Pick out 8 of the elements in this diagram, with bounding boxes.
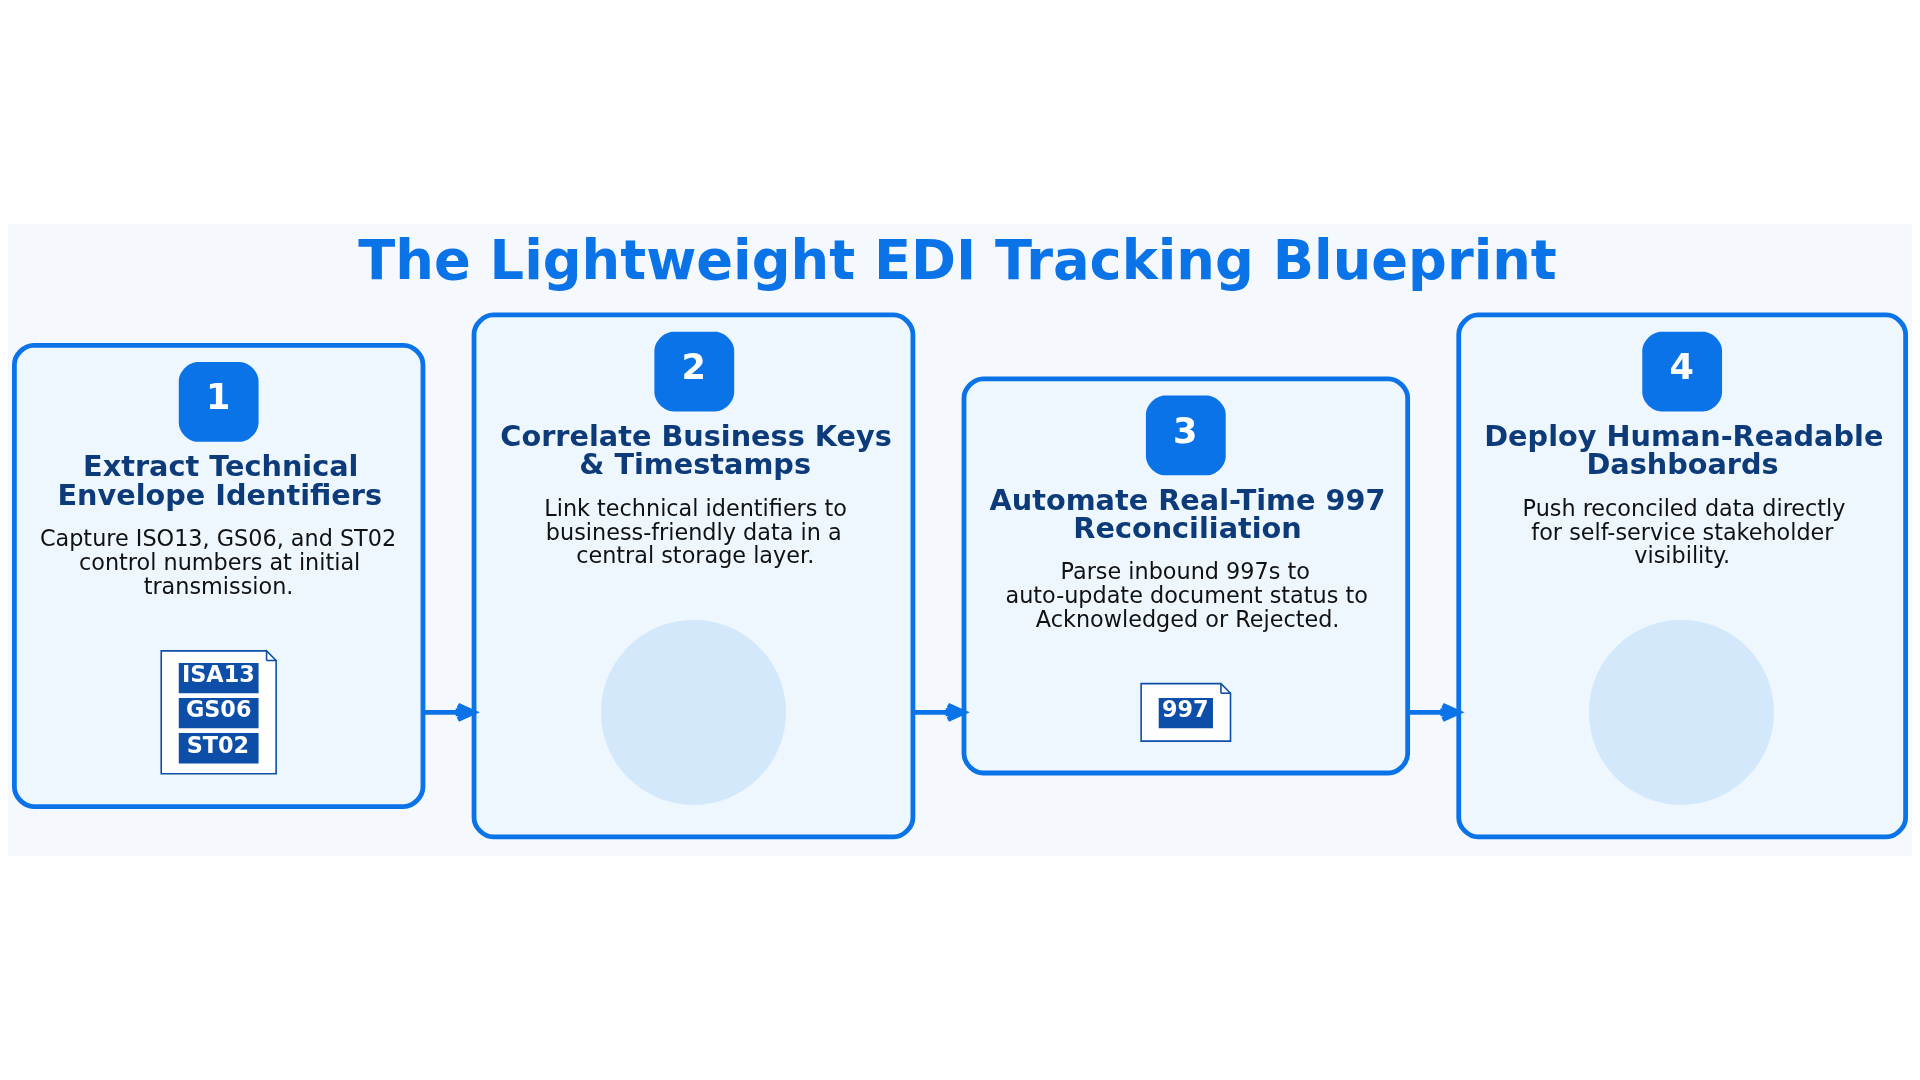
arrow xyxy=(912,702,967,722)
arrow xyxy=(1407,702,1462,722)
cluster: 4 Deploy Human-Readable Dashboards Push reconciled data directly for self-service stakeholder visibility. xyxy=(1456,312,1908,840)
node-circle xyxy=(600,619,787,805)
diagram-title: The Lightweight EDI Tracking Blueprint xyxy=(358,228,1557,292)
arrow xyxy=(422,702,477,722)
node-circle xyxy=(1588,619,1774,805)
cluster: 2 Correlate Business Keys & Timestamps Link technical identifiers to business-friendly data in a central storage layer. xyxy=(471,312,916,840)
